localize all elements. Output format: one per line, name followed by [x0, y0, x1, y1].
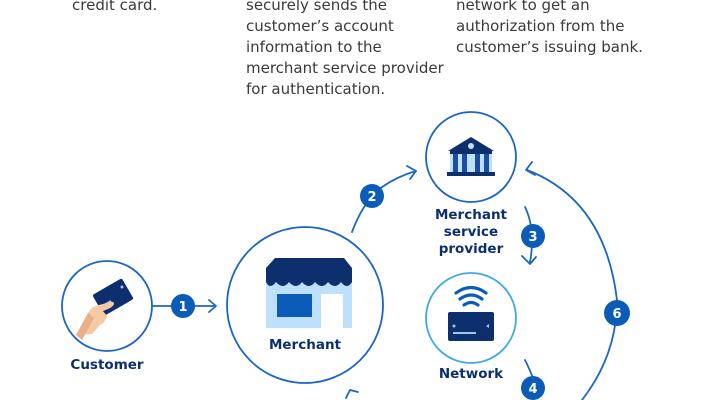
msp-label-line: service [443, 224, 499, 240]
step-description-card: credit card. [72, 0, 157, 16]
arrowhead-step-2 [406, 165, 417, 180]
step-description-merchant-sends: securely sends the customer’s account in… [246, 0, 444, 100]
storefront-icon [266, 258, 352, 328]
step-badge-4: 4 [521, 376, 545, 400]
description-line: credit card. [72, 0, 158, 14]
step-badge-1: 1 [171, 294, 195, 318]
arrowhead-step-3 [521, 255, 537, 265]
arrowhead-return-merchant [345, 389, 359, 399]
merchant-node [226, 226, 384, 384]
step-number: 6 [612, 307, 621, 322]
msp-label: Merchant service provider [421, 207, 521, 258]
step-badge-2: 2 [360, 184, 384, 208]
description-line: customer’s account [246, 17, 394, 35]
step-description-network-authorization: network to get an authorization from the… [456, 0, 643, 58]
bank-building-icon [447, 137, 495, 176]
merchant-label: Merchant [268, 337, 342, 353]
description-line: information to the [246, 38, 382, 56]
step-badge-6: 6 [604, 300, 630, 326]
customer-node [61, 260, 153, 352]
connector-step-6 [526, 169, 618, 400]
msp-label-line: Merchant [434, 207, 508, 223]
step-badge-3: 3 [521, 224, 545, 248]
step-number: 4 [528, 382, 537, 397]
description-line: securely sends the [246, 0, 387, 14]
description-line: for authentication. [246, 80, 386, 98]
description-line: merchant service provider [246, 59, 444, 77]
hand-holding-card-icon [76, 278, 133, 340]
arrowhead-step-6 [525, 161, 536, 176]
description-line: network to get an [456, 0, 590, 14]
network-label: Network [438, 366, 504, 382]
msp-label-line: provider [438, 241, 504, 257]
customer-label: Customer [70, 357, 144, 373]
description-line: customer’s issuing bank. [456, 38, 643, 56]
connector-step-4 [524, 359, 534, 379]
arrowhead-step-1 [208, 299, 217, 313]
description-line: authorization from the [456, 17, 625, 35]
network-node [425, 272, 517, 364]
step-number: 3 [528, 230, 537, 245]
step-number: 2 [367, 190, 376, 205]
wireless-card-icon [448, 285, 494, 341]
msp-node [425, 111, 517, 203]
step-number: 1 [178, 300, 187, 315]
